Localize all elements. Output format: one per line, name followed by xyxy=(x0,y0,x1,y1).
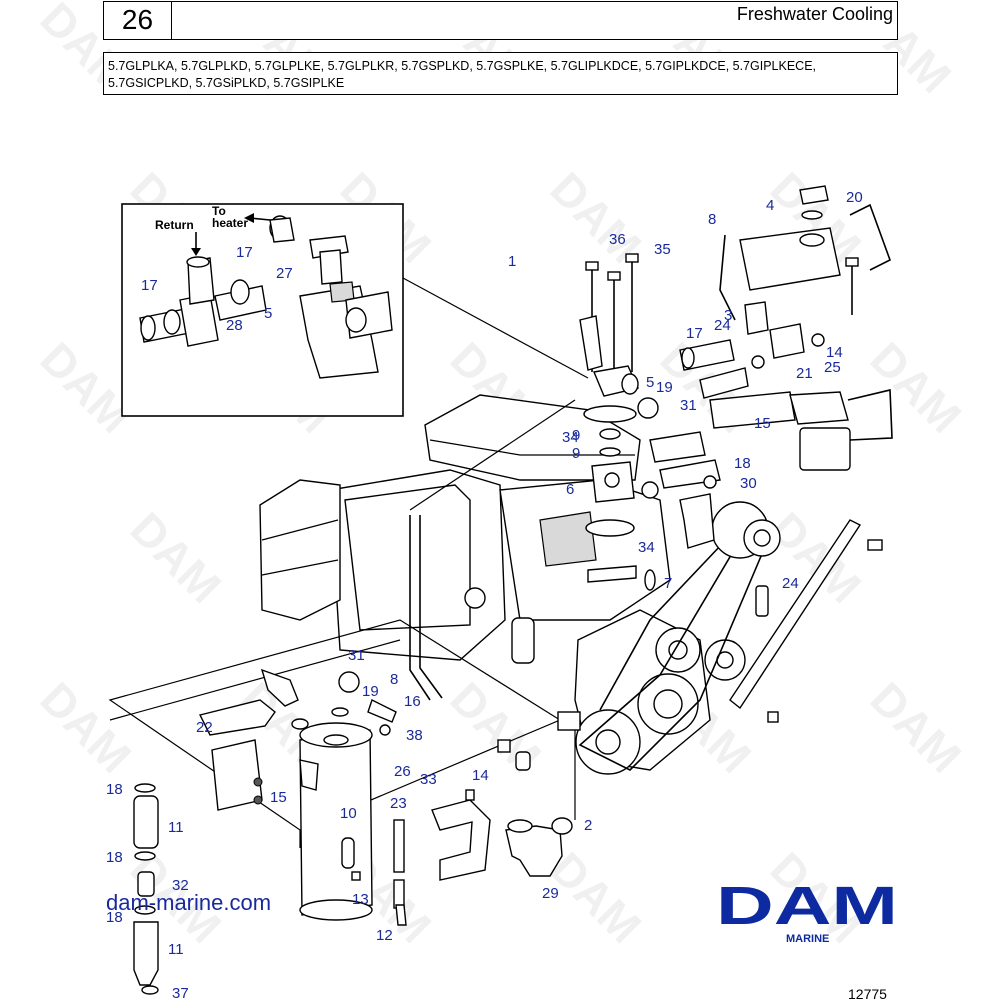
callout-15: 15 xyxy=(270,789,287,806)
page-number: 26 xyxy=(121,4,154,35)
callout-4: 4 xyxy=(766,197,774,214)
callout-34: 34 xyxy=(638,539,655,556)
callout-1: 1 xyxy=(508,253,516,270)
inset-callout-28: 28 xyxy=(226,317,243,334)
callout-6: 6 xyxy=(566,481,574,498)
callout-32: 32 xyxy=(172,877,189,894)
brand-subtitle: MARINE xyxy=(786,933,830,945)
callout-11: 11 xyxy=(168,819,184,836)
callout-numbers: 1234567889910111112131414151516171818181… xyxy=(106,189,863,1000)
callout-19: 19 xyxy=(656,379,673,396)
callout-5: 5 xyxy=(646,374,654,391)
callout-38: 38 xyxy=(406,727,423,744)
callout-21: 21 xyxy=(796,365,813,382)
title-box: Freshwater Cooling xyxy=(171,1,898,40)
callout-17: 17 xyxy=(686,325,703,342)
inset-callout-17a: 17 xyxy=(236,244,253,261)
callout-31: 31 xyxy=(680,397,697,414)
drawing-number: 12775 xyxy=(848,986,887,1002)
callout-22: 22 xyxy=(196,719,213,736)
callout-12: 12 xyxy=(376,927,393,944)
callout-7: 7 xyxy=(664,575,672,592)
svg-text:DAM: DAM xyxy=(716,878,898,926)
inset-callout-5: 5 xyxy=(264,305,272,322)
callout-20: 20 xyxy=(846,189,863,206)
expansion-tank xyxy=(719,185,891,369)
callout-3: 3 xyxy=(724,307,732,324)
callout-31: 31 xyxy=(348,647,365,664)
callout-13: 13 xyxy=(352,891,369,908)
callout-2: 2 xyxy=(584,817,592,834)
callout-15: 15 xyxy=(754,415,771,432)
callout-18: 18 xyxy=(734,455,751,472)
callout-9: 9 xyxy=(572,445,580,462)
heat-exchanger xyxy=(133,399,581,995)
callout-24: 24 xyxy=(714,317,731,334)
callout-14: 14 xyxy=(826,344,843,361)
callout-24: 24 xyxy=(782,575,799,592)
callout-26: 26 xyxy=(394,763,411,780)
thermostat-stack xyxy=(579,253,659,591)
website-url[interactable]: dam-marine.com xyxy=(106,890,272,915)
callout-30: 30 xyxy=(740,475,757,492)
callout-9: 9 xyxy=(572,427,580,444)
callout-37: 37 xyxy=(172,985,189,1000)
callout-18: 18 xyxy=(106,849,123,866)
callout-36: 36 xyxy=(609,231,626,248)
callout-33: 33 xyxy=(420,771,437,788)
callout-23: 23 xyxy=(390,795,407,812)
models-line-2: 5.7GSICPLKD, 5.7GSiPLKD, 5.7GSIPLKE xyxy=(108,76,345,90)
callout-11: 11 xyxy=(168,941,184,958)
callout-34: 34 xyxy=(562,429,579,446)
inset-callout-17b: 17 xyxy=(141,277,158,294)
callout-10: 10 xyxy=(340,805,357,822)
models-box: 5.7GLPLKA, 5.7GLPLKD, 5.7GLPLKE, 5.7GLPL… xyxy=(103,52,898,95)
page-number-box: 26 xyxy=(103,1,172,40)
callout-16: 16 xyxy=(404,693,421,710)
upper-hoses xyxy=(641,339,893,723)
page-title: Freshwater Cooling xyxy=(736,4,893,24)
inset-label-return: Return xyxy=(155,218,194,232)
callout-8: 8 xyxy=(390,671,398,688)
brand-logo: DAM xyxy=(716,878,898,926)
models-line-1: 5.7GLPLKA, 5.7GLPLKD, 5.7GLPLKE, 5.7GLPL… xyxy=(108,59,817,73)
callout-14: 14 xyxy=(472,767,489,784)
callout-8: 8 xyxy=(708,211,716,228)
callout-18: 18 xyxy=(106,909,123,926)
callout-19: 19 xyxy=(362,683,379,700)
callout-25: 25 xyxy=(824,359,841,376)
callout-35: 35 xyxy=(654,241,671,258)
callout-29: 29 xyxy=(542,885,559,902)
callout-18: 18 xyxy=(106,781,123,798)
engine-body xyxy=(108,394,862,848)
inset-callout-27: 27 xyxy=(276,265,293,282)
